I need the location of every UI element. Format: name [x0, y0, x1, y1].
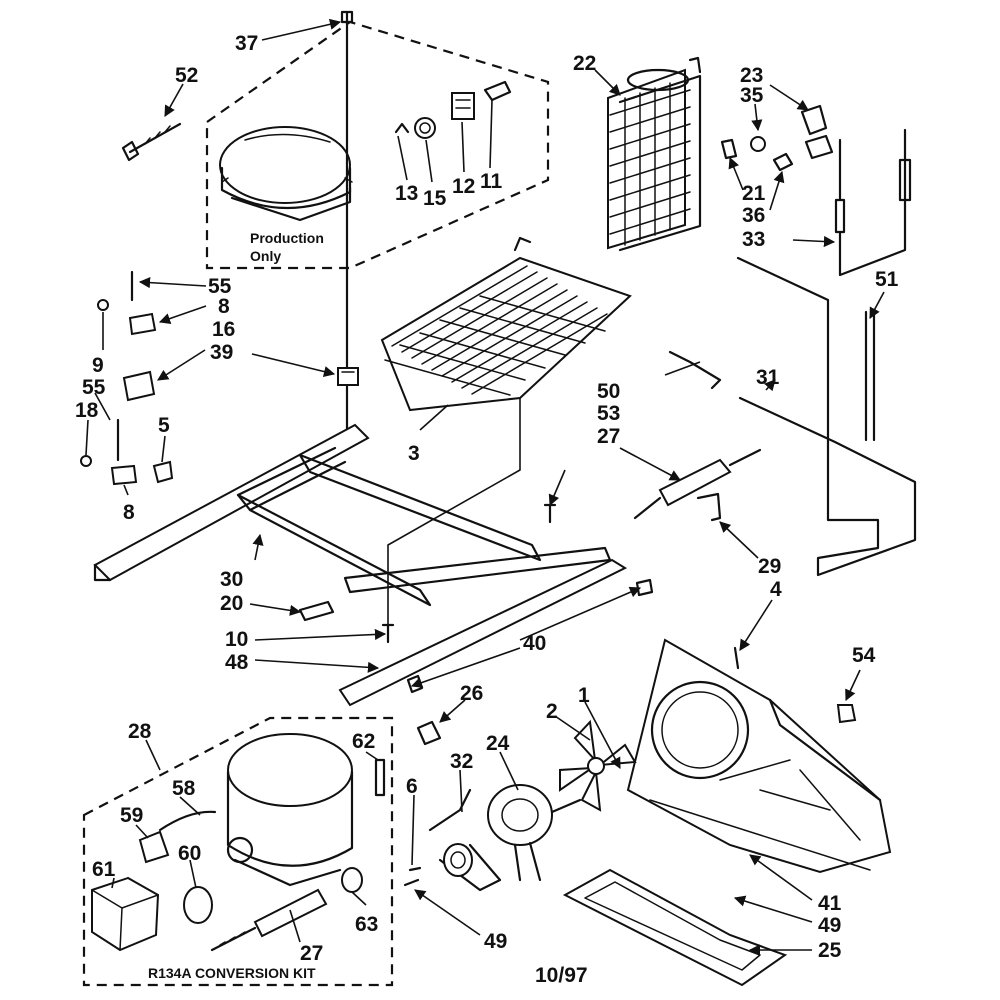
callout-58: 58 [172, 777, 196, 800]
production-only-group: Production Only [205, 20, 550, 270]
callout-61: 61 [92, 858, 116, 881]
callout-63: 63 [355, 913, 378, 936]
callout-21: 21 [742, 182, 766, 205]
callout-8b: 8 [123, 501, 135, 524]
callout-27b: 27 [300, 942, 323, 965]
tube-33 [834, 128, 912, 277]
callout-41: 41 [818, 892, 842, 915]
bracket-32 [428, 788, 502, 892]
callout-23: 23 [740, 64, 763, 87]
callout-27a: 27 [597, 425, 620, 448]
evaporator-coil-3 [380, 236, 632, 412]
callout-55b: 55 [82, 376, 106, 399]
production-note-line1: Production [250, 230, 324, 246]
kit-relay-61 [91, 876, 160, 952]
callout-1: 1 [578, 684, 590, 707]
callout-13: 13 [395, 182, 418, 205]
bracket-41 [626, 638, 892, 874]
clips-8-55-9-18 [80, 270, 174, 486]
callout-18: 18 [75, 399, 99, 422]
callout-20: 20 [220, 592, 243, 615]
callout-30: 30 [220, 568, 243, 591]
fan-blade-2 [559, 719, 637, 812]
callout-24: 24 [486, 732, 510, 755]
condenser-coil-22 [607, 56, 702, 252]
hook-50 [668, 350, 722, 390]
callout-54: 54 [852, 644, 876, 667]
callout-5: 5 [158, 414, 170, 437]
callout-40: 40 [523, 632, 546, 655]
callout-35: 35 [740, 84, 764, 107]
callout-55a: 55 [208, 275, 232, 298]
callout-15: 15 [423, 187, 447, 210]
small-parts-21-23-35-36 [720, 104, 834, 172]
relay-parts [394, 80, 512, 139]
clip-26 [416, 720, 442, 746]
callout-62: 62 [352, 730, 375, 753]
callout-29: 29 [758, 555, 781, 578]
callout-36: 36 [742, 204, 765, 227]
screw-6-49 [403, 866, 422, 887]
kit-parts-59-60-58-62-63 [138, 758, 386, 924]
callout-51: 51 [875, 268, 899, 291]
grommet-54 [836, 704, 857, 724]
callout-49b: 49 [818, 914, 841, 937]
callout-labels: 37 52 13 15 12 11 22 23 35 21 36 33 51 5… [75, 32, 899, 965]
kit-label: R134A CONVERSION KIT [148, 965, 316, 981]
callout-48: 48 [225, 651, 249, 674]
tube-51 [864, 308, 876, 442]
frame-30 [93, 423, 628, 707]
callout-8a: 8 [218, 295, 230, 318]
callout-11: 11 [480, 170, 503, 193]
callout-4: 4 [770, 578, 782, 601]
kit-drier-27 [210, 888, 328, 952]
callout-9: 9 [92, 354, 104, 377]
callout-6: 6 [406, 775, 418, 798]
drain-pan-25 [562, 868, 788, 987]
callout-26: 26 [460, 682, 483, 705]
callout-32: 32 [450, 750, 473, 773]
grommet-39 [337, 367, 359, 386]
callout-31: 31 [756, 366, 780, 389]
leader-lines [85, 18, 885, 956]
callout-59: 59 [120, 804, 143, 827]
callout-39: 39 [210, 341, 233, 364]
callout-33: 33 [742, 228, 765, 251]
production-compressor [219, 126, 353, 222]
callout-60: 60 [178, 842, 201, 865]
callout-3: 3 [408, 442, 420, 465]
callout-2: 2 [546, 700, 558, 723]
callout-10: 10 [225, 628, 248, 651]
callout-52: 52 [175, 64, 198, 87]
callout-49a: 49 [484, 930, 507, 953]
bolt-52 [121, 122, 182, 162]
callout-12: 12 [452, 175, 475, 198]
tube-31 [736, 256, 917, 577]
kit-compressor [226, 733, 354, 887]
bracket-16 [122, 370, 156, 402]
production-note-line2: Only [250, 248, 281, 264]
callout-28: 28 [128, 720, 152, 743]
r134a-kit-group: R134A CONVERSION KIT [82, 716, 394, 987]
callout-37: 37 [235, 32, 258, 55]
callout-25: 25 [818, 939, 842, 962]
callout-53: 53 [597, 402, 620, 425]
fan-motor-24 [487, 784, 582, 882]
callout-50: 50 [597, 380, 620, 403]
date-code: 10/97 [535, 964, 588, 987]
drier-27-upper [633, 448, 762, 522]
callout-16: 16 [212, 318, 235, 341]
callout-22: 22 [573, 52, 596, 75]
